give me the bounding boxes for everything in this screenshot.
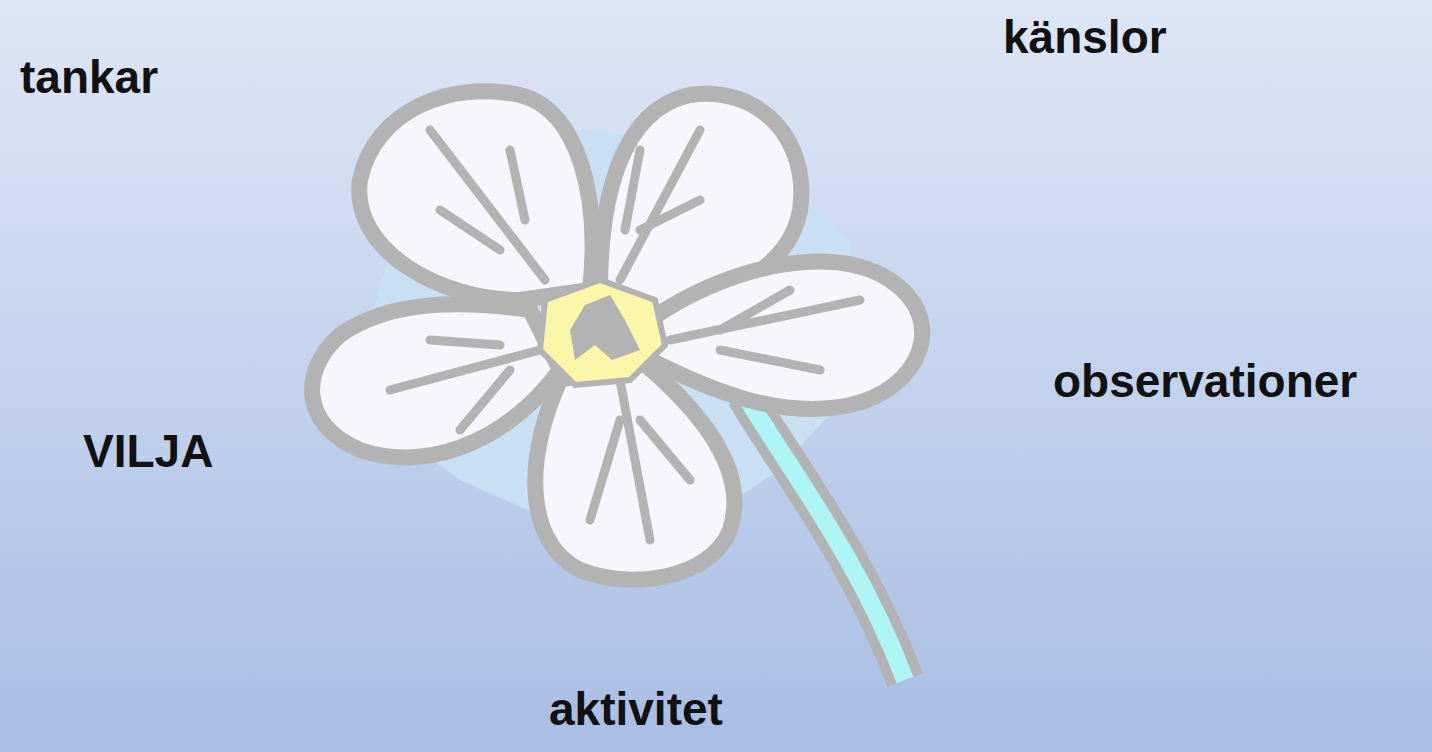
word-label: känslor — [1003, 12, 1167, 63]
word-label: observationer — [1053, 356, 1357, 407]
word-label: tankar — [20, 52, 158, 103]
word-label: VILJA — [83, 426, 213, 477]
word-label: aktivitet — [549, 684, 723, 735]
